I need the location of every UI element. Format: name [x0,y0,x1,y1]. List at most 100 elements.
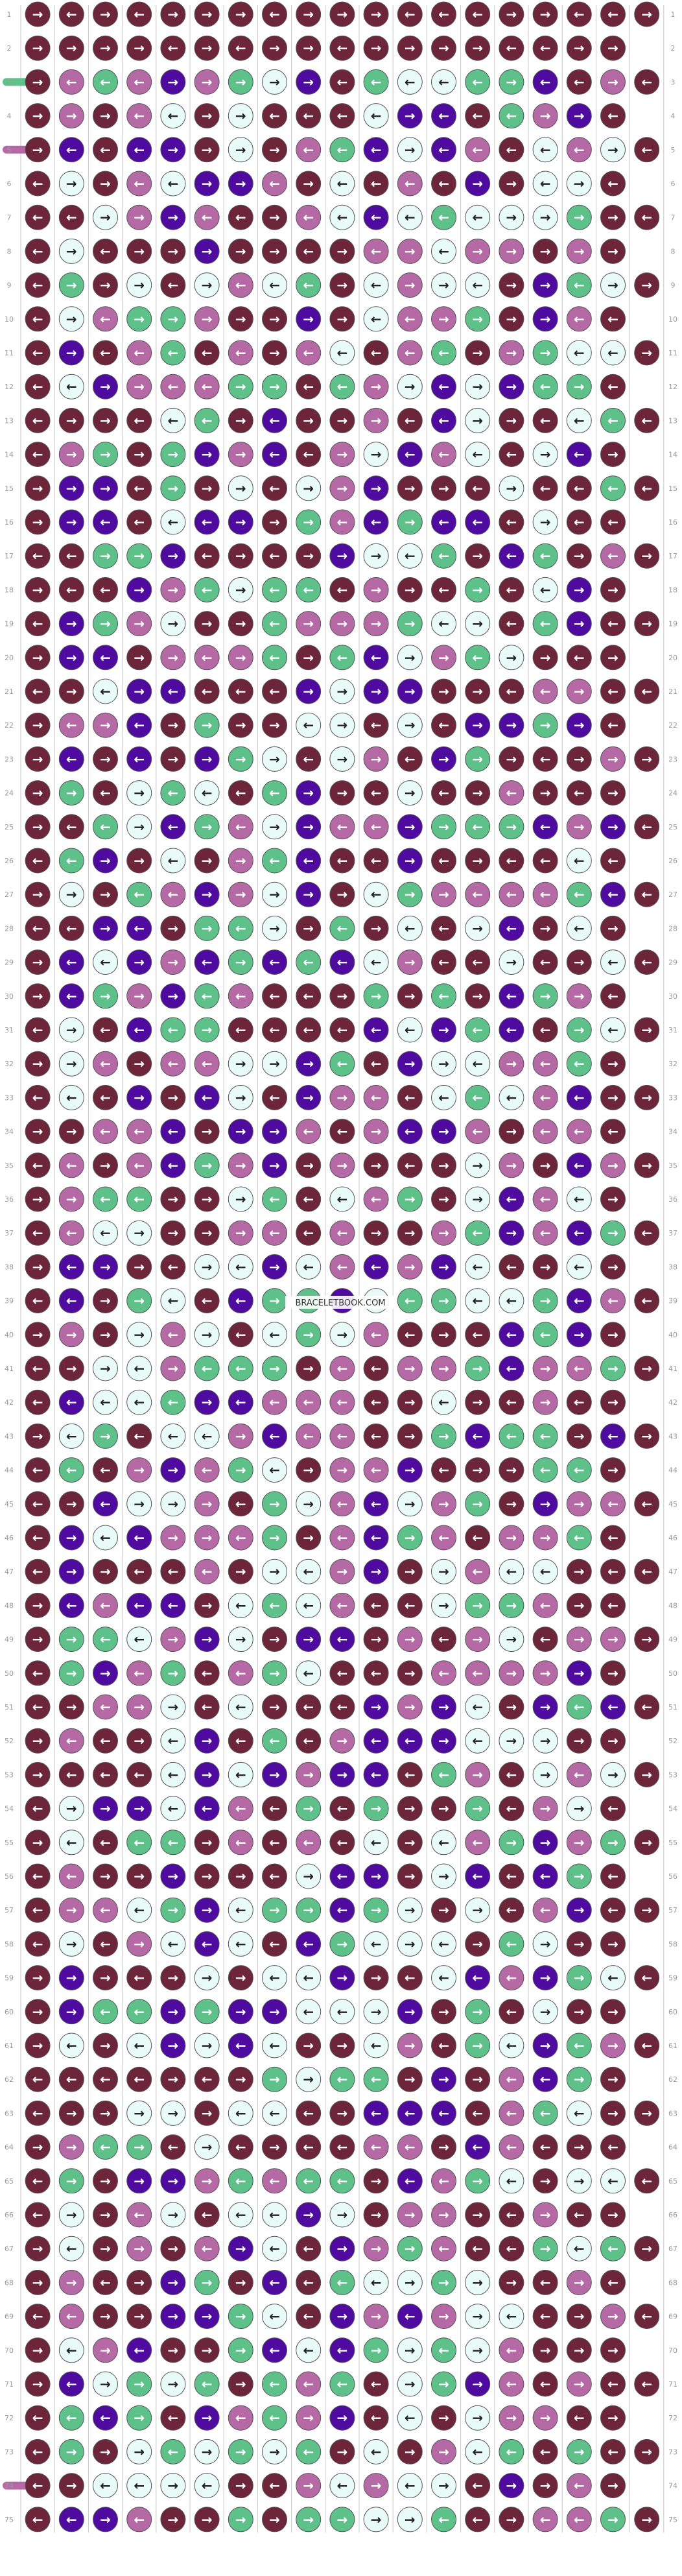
knot-arrow: ← [405,751,416,767]
knot: ← [25,407,51,433]
knot-circle [58,712,84,738]
knot-grid: → ← → ← → → → ← → → → ← ← ← → → ← ← → → → → → ← → ← → → ← → → → → ← ← → → → ← ←… [25,1,660,2533]
knot-circle [499,272,524,298]
knot-arrow: ← [168,108,179,124]
knot: → [532,238,558,264]
knot-circle [329,1761,355,1787]
row-label-right: 39 [668,1297,677,1306]
knot-circle [465,814,491,840]
knot-circle [329,1,355,27]
knot: → [465,611,491,637]
knot-circle [160,949,186,975]
row-label-right: 72 [668,2414,677,2422]
knot-arrow: → [607,40,618,56]
knot-arrow: ← [540,1564,551,1579]
knot-circle [194,1017,220,1043]
knot: ← [363,2066,389,2092]
knot: → [397,374,423,400]
knot: ← [363,272,389,298]
knot: ← [566,915,592,941]
knot-circle [160,1491,186,1517]
knot-arrow: → [540,1767,551,1782]
knot-circle [363,814,389,840]
knot-arrow: ← [506,1022,517,1038]
knot-arrow: ← [607,2140,618,2155]
knot: ← [431,137,456,163]
knot-arrow: ← [303,2274,314,2290]
knot-arrow: ← [607,2241,618,2256]
knot: → [431,2202,456,2228]
row-label-left: 56 [5,1872,14,1881]
knot-arrow: → [337,1564,348,1579]
row-label-left: 19 [5,620,14,628]
knot-circle [194,1830,220,1855]
knot-circle [397,1558,423,1584]
knot: → [397,475,423,501]
knot-circle [600,1863,626,1889]
knot-circle [25,848,51,874]
knot: → [262,1152,287,1178]
knot: → [160,2236,186,2261]
knot-arrow: ← [540,142,551,158]
knot-circle [194,1694,220,1720]
knot: ← [160,1558,186,1584]
knot-circle [93,1423,118,1449]
knot-circle [296,1830,322,1855]
knot-circle [532,509,558,535]
knot-circle [566,340,592,366]
knot: ← [194,577,220,602]
knot-arrow: ← [405,1733,416,1748]
knot-circle [58,1,84,27]
knot-arrow: → [371,6,382,22]
knot-arrow: ← [303,345,314,361]
row-label-left: 43 [5,1432,14,1440]
knot: ← [397,2168,423,2194]
knot-arrow: ← [235,785,246,801]
knot: ← [296,2439,322,2464]
knot: ← [58,1830,84,1855]
knot: → [126,611,152,637]
knot-arrow: → [134,40,145,56]
knot-arrow: ← [472,1428,483,1444]
knot-arrow: ← [100,684,111,699]
knot: ← [499,1017,524,1043]
knot: → [160,2066,186,2092]
knot-circle [397,1694,423,1720]
knot-circle [160,1830,186,1855]
knot-arrow: → [66,345,77,361]
row-label-right: 30 [668,992,677,1001]
knot-arrow: ← [134,1361,145,1376]
knot-circle [126,712,152,738]
knot-arrow: → [32,2038,43,2053]
knot-circle [431,1694,456,1720]
knot-circle [194,374,220,400]
knot-circle [329,1694,355,1720]
knot-arrow: → [337,887,348,902]
knot: ← [93,1627,118,1652]
knot: → [431,1491,456,1517]
knot: ← [296,1999,322,2025]
knot: → [228,1863,253,1889]
knot: → [58,1186,84,1212]
knot-arrow: ← [32,2105,43,2121]
knot: ← [600,340,626,366]
knot: → [126,949,152,975]
knot-arrow: → [472,582,483,597]
knot: → [431,1355,456,1381]
knot-arrow: → [202,1733,213,1748]
knot: ← [296,2304,322,2330]
knot-circle [126,746,152,772]
knot: → [431,645,456,671]
knot: → [25,1965,51,1991]
knot-circle [431,1084,456,1110]
knot: → [600,2066,626,2092]
knot-arrow: ← [574,2207,585,2223]
row-label-right: 1 [671,10,676,19]
knot-arrow: ← [32,1462,43,1478]
knot-arrow: → [202,887,213,902]
knot-arrow: → [202,481,213,496]
knot-arrow: → [472,2173,483,2189]
knot-circle [93,171,118,197]
knot-circle [194,407,220,433]
knot-arrow: → [371,1564,382,1579]
